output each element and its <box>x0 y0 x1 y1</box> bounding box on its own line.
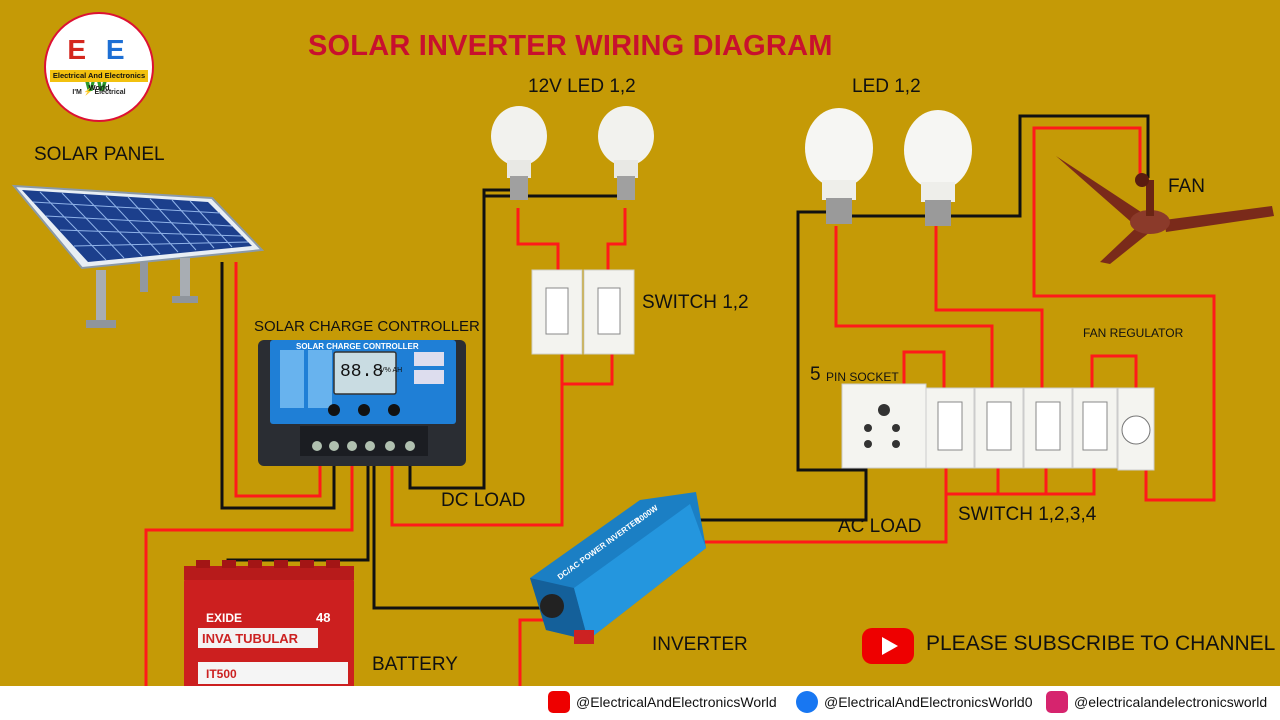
controller-header-text: SOLAR CHARGE CONTROLLER <box>296 342 419 351</box>
label-ac-led: LED 1,2 <box>852 76 921 97</box>
instagram-handle: @electricalandelectronicsworld <box>1074 694 1268 710</box>
label-inverter: INVERTER <box>652 634 748 655</box>
battery-image <box>184 560 354 694</box>
wire-panel-positive <box>234 262 322 498</box>
ceiling-fan-image <box>1056 156 1274 264</box>
social-instagram[interactable]: @electricalandelectronicsworld <box>1046 688 1267 716</box>
label-charge-controller: SOLAR CHARGE CONTROLLER <box>254 318 480 335</box>
label-dc-switch: SWITCH 1,2 <box>642 292 749 313</box>
label-socket-number: 5 <box>810 364 821 385</box>
eew-logo: E E W Electrical And Electronics World I… <box>44 12 154 122</box>
wire-panel-negative <box>220 262 336 510</box>
facebook-icon <box>796 691 818 713</box>
battery-series-text: IT500 <box>206 667 237 681</box>
facebook-handle: @ElectricalAndElectronicsWorld0 <box>824 694 1033 710</box>
wire-ac-switch-bus <box>946 466 1096 496</box>
ac-led-2-image <box>904 110 972 226</box>
youtube-small-icon <box>548 691 570 713</box>
battery-brand-text: EXIDE <box>206 611 242 625</box>
dc-led-1-image <box>491 106 547 200</box>
wire-inverter-negative <box>372 462 540 610</box>
social-youtube[interactable]: @ElectricalAndElectronicsWorld <box>548 688 777 716</box>
wire-ac-neutral <box>796 210 866 472</box>
ac-led-1-image <box>805 108 873 224</box>
battery-model-text: INVA TUBULAR <box>202 631 299 646</box>
wire-dc-switch-bottom <box>560 352 614 386</box>
wire-dc-led2-switch <box>606 208 627 276</box>
wire-ac-led2-phase <box>934 226 1044 390</box>
wire-dc-load-positive <box>390 352 564 527</box>
label-solar-panel: SOLAR PANEL <box>34 144 165 165</box>
wire-ac-led1-phase <box>834 226 994 390</box>
wire-ac-load-negative <box>690 466 868 522</box>
wire-dc-led1-switch <box>516 208 560 276</box>
label-socket: PIN SOCKET <box>826 370 899 384</box>
controller-display-text: 88.8 <box>340 362 383 382</box>
solar-panel-image <box>11 184 265 328</box>
label-dc-led: 12V LED 1,2 <box>528 76 636 97</box>
label-dc-load: DC LOAD <box>441 490 526 511</box>
dc-led-2-image <box>598 106 654 200</box>
subscribe-text: PLEASE SUBSCRIBE TO CHANNEL <box>926 632 1276 655</box>
wire-ac-load-positive <box>700 466 948 544</box>
social-facebook[interactable]: @ElectricalAndElectronicsWorld0 <box>796 688 1032 716</box>
logo-sub-text: I'M ⚡ Electrical <box>72 89 126 96</box>
wire-ac-neutral-led2 <box>832 114 1150 218</box>
label-battery: BATTERY <box>372 654 458 675</box>
youtube-handle: @ElectricalAndElectronicsWorld <box>576 694 777 710</box>
logo-band-text: Electrical And Electronics World <box>50 70 148 92</box>
battery-capacity-text: 48 <box>316 610 330 625</box>
youtube-icon[interactable] <box>862 628 914 664</box>
label-ac-load: AC LOAD <box>838 516 922 537</box>
ac-switchboard <box>841 383 1155 471</box>
wire-fan-phase <box>1032 126 1216 502</box>
diagram-title: SOLAR INVERTER WIRING DIAGRAM <box>308 30 833 62</box>
label-fan: FAN <box>1168 176 1205 197</box>
wire-dc-load-negative <box>408 188 520 490</box>
wire-regulator-switch <box>1090 354 1138 390</box>
controller-units-text: V% AH <box>380 367 402 374</box>
instagram-icon <box>1046 691 1068 713</box>
dc-switch-plate <box>531 269 635 355</box>
charge-controller-image <box>258 340 466 466</box>
wire-battery-negative <box>226 462 370 574</box>
wire-socket-phase <box>902 350 946 390</box>
label-ac-switch: SWITCH 1,2,3,4 <box>958 504 1097 525</box>
inverter-image <box>530 492 706 644</box>
label-fan-regulator: FAN REGULATOR <box>1083 326 1184 340</box>
